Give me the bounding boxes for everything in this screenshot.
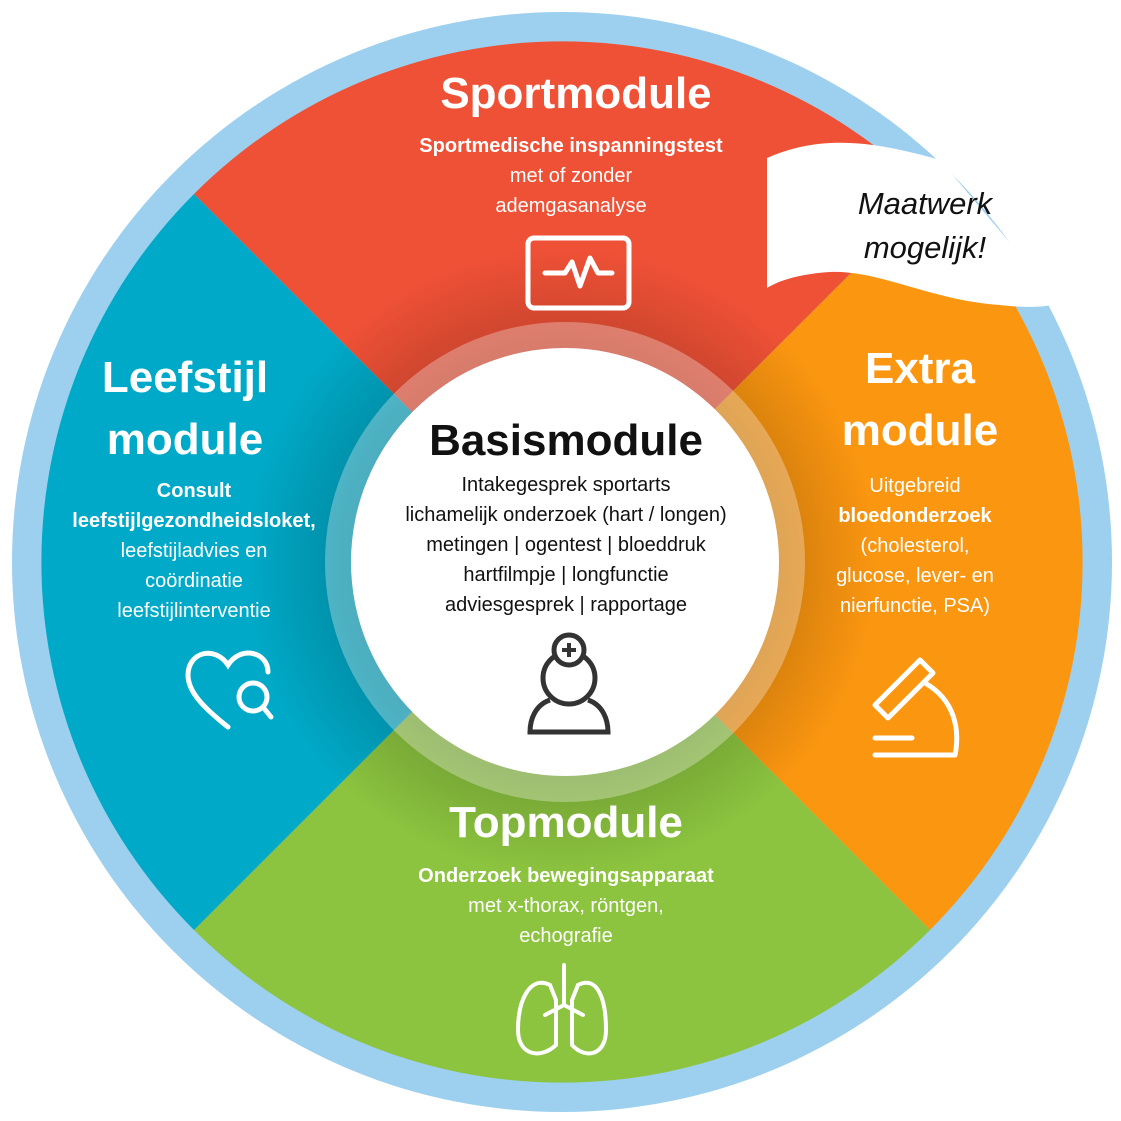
topmodule-line1: Onderzoek bewegingsapparaat (418, 865, 714, 887)
leefstijl-line1: Consult (156, 480, 232, 502)
basis-title: Basismodule (429, 416, 703, 465)
leefstijl-title2: module (106, 415, 264, 464)
extra-line1: Uitgebreid (869, 475, 961, 497)
sport-title: Sportmodule (440, 69, 712, 118)
leefstijl-line3: leefstijladvies en (120, 540, 268, 562)
topmodule-line2: met x-thorax, röntgen, (468, 895, 664, 917)
extra-title2: module (841, 406, 999, 455)
sport-line1: Sportmedische inspanningstest (419, 135, 723, 157)
extra-line5: nierfunctie, PSA) (839, 595, 991, 617)
leefstijl-line5: leefstijlinterventie (117, 600, 271, 622)
leefstijl-line4: coördinatie (145, 570, 243, 592)
heart-monitor-icon (525, 235, 632, 311)
flag-line1: Maatwerk (857, 186, 993, 221)
basis-line: adviesgesprek | rapportage (444, 594, 687, 616)
topmodule-title: Topmodule (449, 798, 683, 847)
extra-line2: bloedonderzoek (838, 505, 992, 527)
basis-line: lichamelijk onderzoek (hart / longen) (405, 504, 727, 526)
lungs-icon (515, 963, 609, 1056)
heart-search-icon (185, 650, 274, 730)
leefstijl-title1: Leefstijl (101, 353, 269, 402)
extra-line4: glucose, lever- en (836, 565, 994, 587)
flag-line2: mogelijk! (863, 230, 987, 265)
sport-line2: met of zonder (509, 165, 633, 187)
doctor-icon (527, 632, 611, 735)
basis-line: hartfilmpje | longfunctie (463, 564, 669, 586)
sport-line3: ademgasanalyse (495, 195, 647, 217)
flag-text: Maatwerk mogelijk! (800, 182, 1050, 270)
center-circle (351, 348, 779, 776)
extra-line3: (cholesterol, (860, 535, 970, 557)
basis-line: metingen | ogentest | bloeddruk (426, 534, 706, 556)
leefstijl-line2: leefstijlgezondheidsloket, (72, 510, 316, 532)
maatwerk-flag (767, 142, 1061, 307)
basis-line: Intakegesprek sportarts (461, 474, 671, 496)
topmodule-line3: echografie (519, 925, 613, 947)
extra-title1: Extra (864, 344, 976, 393)
microscope-icon (872, 657, 960, 758)
